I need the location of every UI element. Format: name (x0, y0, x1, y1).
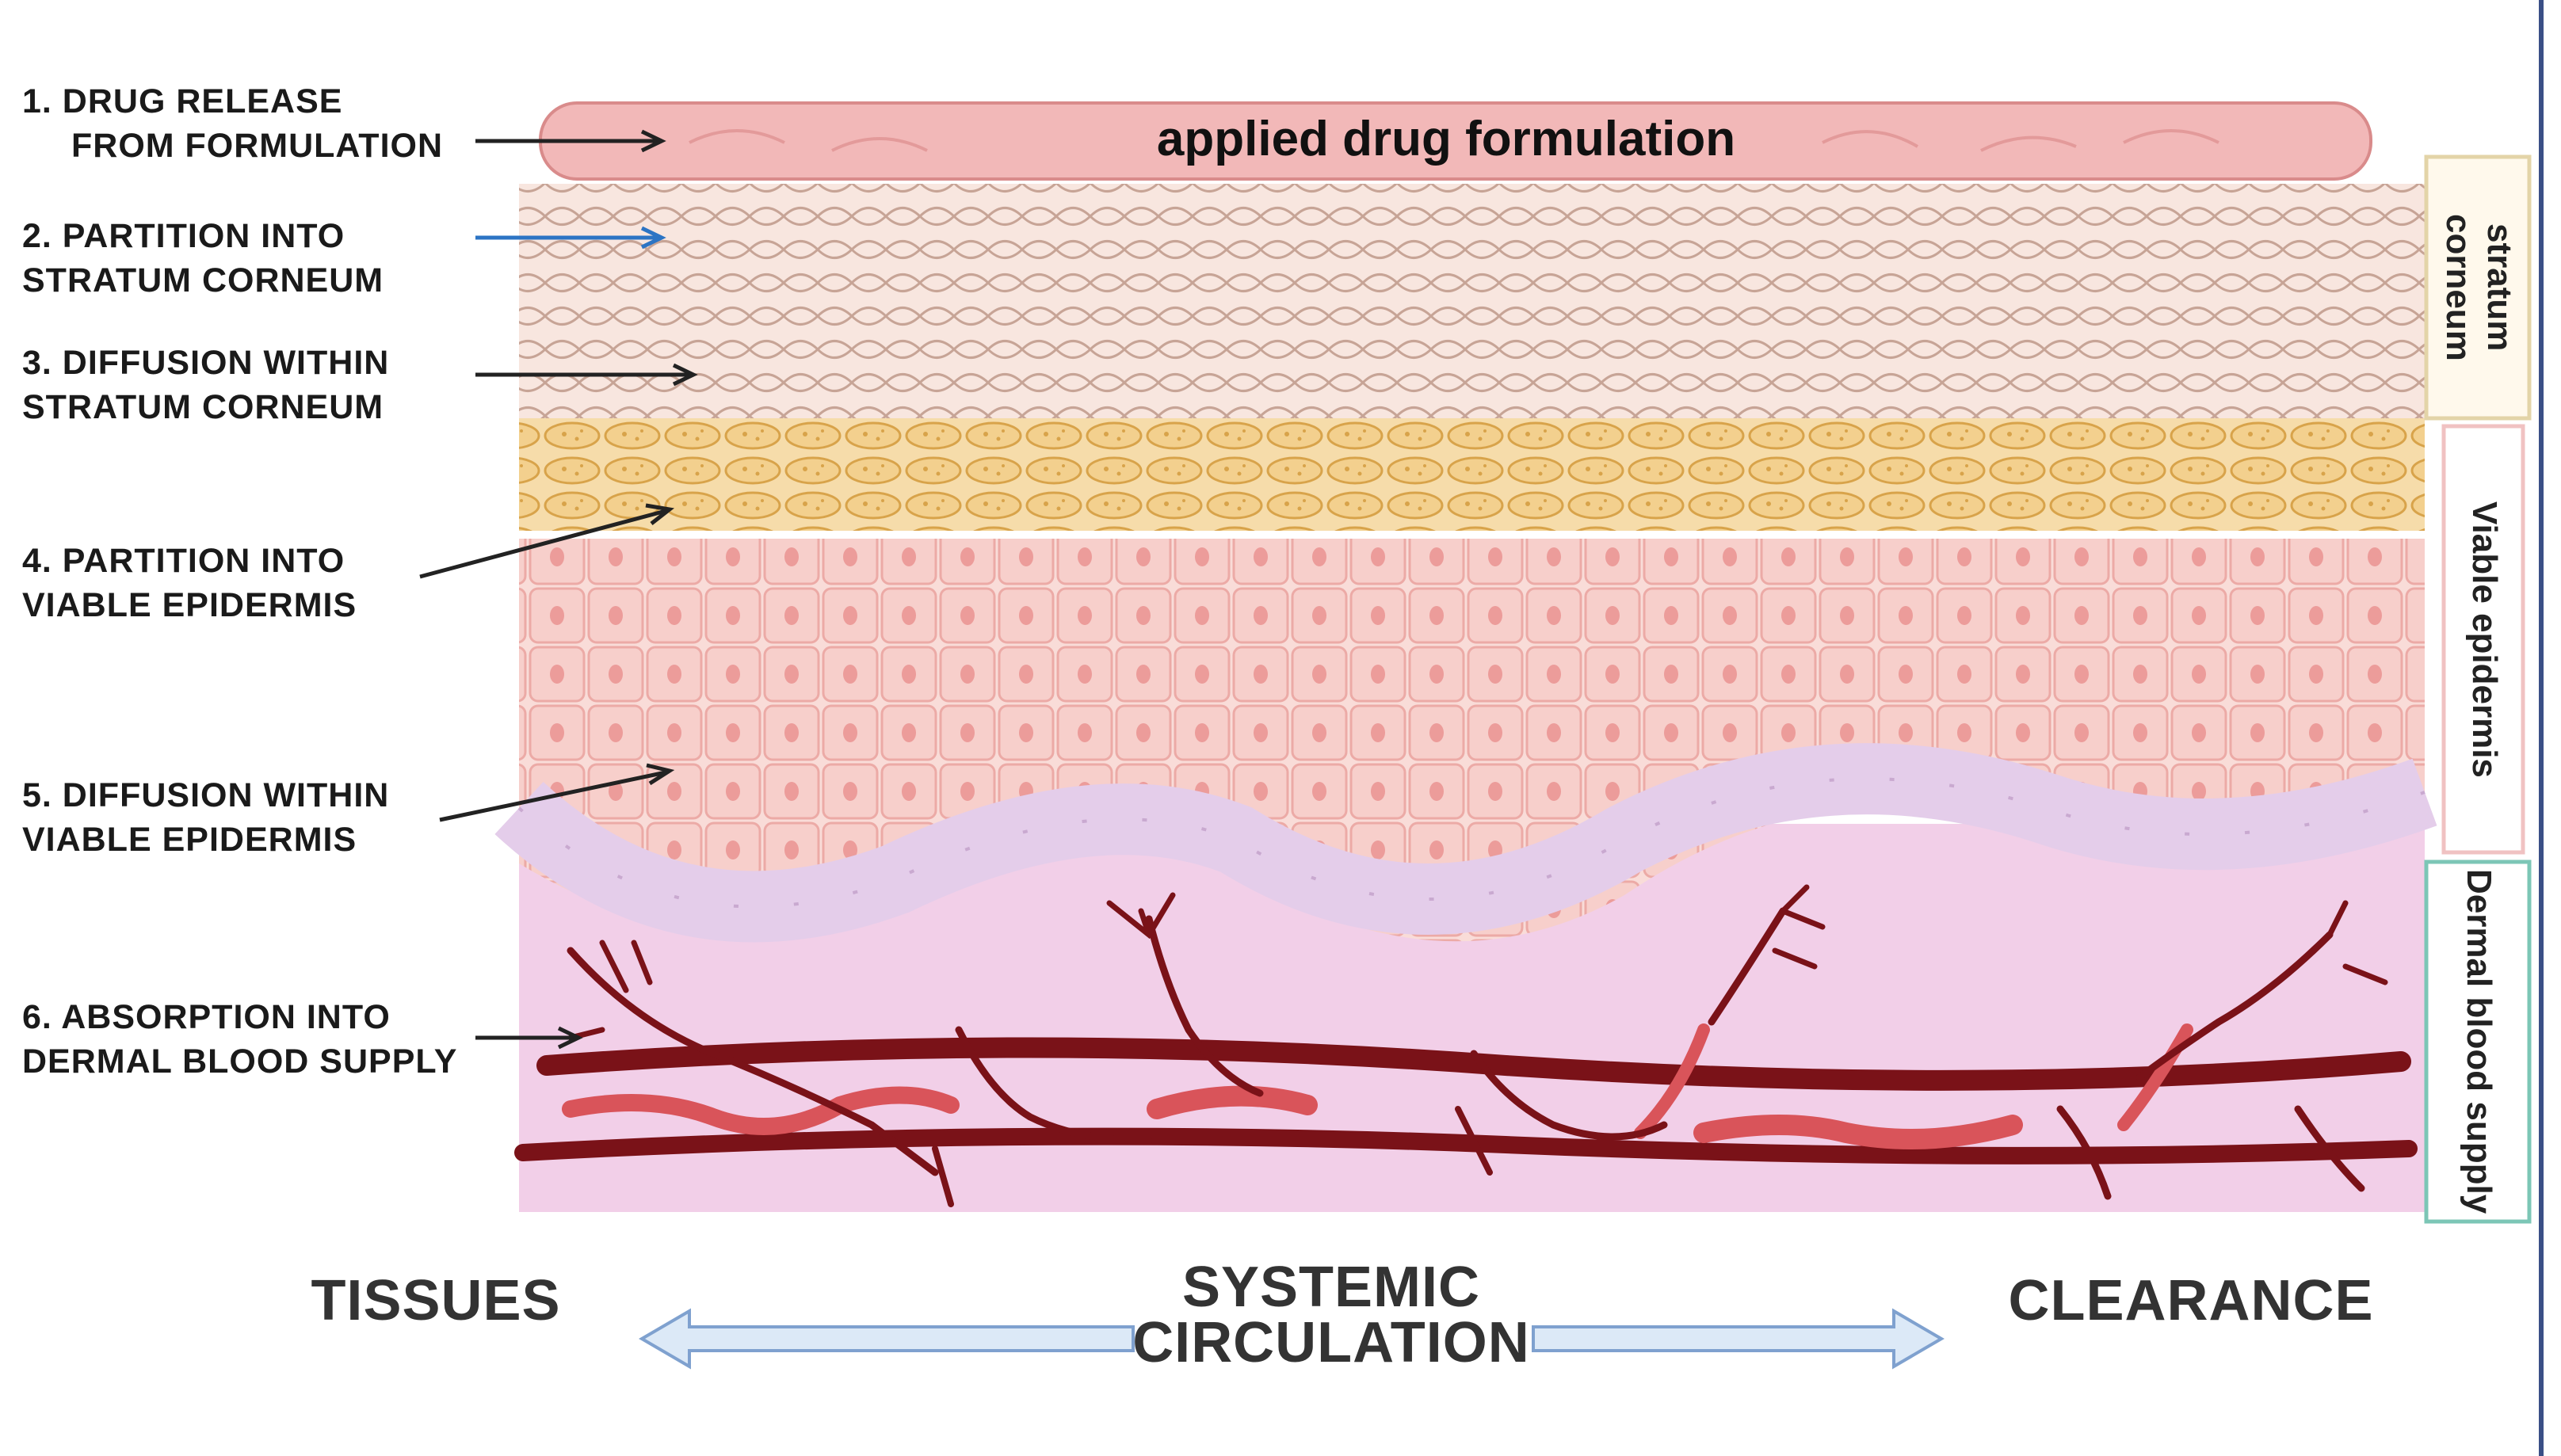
viable-epidermis-layer (519, 539, 2425, 942)
step-3-line1: 3. DIFFUSION WITHIN (22, 344, 390, 382)
blood-vessels (514, 884, 2418, 1207)
arrow-to-tissues (639, 1308, 1135, 1370)
systemic-circulation-label: SYSTEMIC CIRCULATION (1109, 1256, 1553, 1374)
granular-layer (519, 418, 2425, 531)
clearance-label: CLEARANCE (2008, 1269, 2374, 1332)
step-2-line2: STRATUM CORNEUM (22, 261, 384, 299)
step-3-line2: STRATUM CORNEUM (22, 388, 384, 426)
step-arrows (419, 129, 698, 1050)
step-5-label: 5. DIFFUSION WITHIN VIABLE EPIDERMIS (22, 773, 389, 862)
viable-epidermis-label: Viable epidermis (2465, 501, 2504, 778)
step-6-line2: DERMAL BLOOD SUPPLY (22, 1042, 458, 1081)
viable-epidermis-bracket (2441, 424, 2525, 855)
step-1-label: 1. DRUG RELEASE FROM FORMULATION (22, 79, 443, 168)
stratum-corneum-bracket (2424, 154, 2532, 421)
step-6-line1: 6. ABSORPTION INTO (22, 998, 391, 1036)
step-3-label: 3. DIFFUSION WITHIN STRATUM CORNEUM (22, 341, 389, 429)
step-1-line1: 1. DRUG RELEASE (22, 82, 343, 120)
step-4-line1: 4. PARTITION INTO (22, 542, 345, 580)
dermal-blood-supply-label: Dermal blood supply (2460, 869, 2498, 1214)
step-5-line1: 5. DIFFUSION WITHIN (22, 776, 390, 814)
step-2-label: 2. PARTITION INTO STRATUM CORNEUM (22, 214, 384, 303)
basal-cell-layer (494, 743, 2437, 943)
step-2-line1: 2. PARTITION INTO (22, 217, 345, 255)
stratum-corneum-label: stratum corneum (2439, 214, 2519, 361)
stratum-corneum-layer (519, 184, 2425, 418)
step-6-label: 6. ABSORPTION INTO DERMAL BLOOD SUPPLY (22, 995, 457, 1084)
formulation-label: applied drug formulation (1156, 112, 1736, 166)
dermal-blood-supply-bracket (2424, 859, 2532, 1224)
step-4-line2: VIABLE EPIDERMIS (22, 586, 357, 624)
systemic-label-line1: SYSTEMIC (1181, 1256, 1481, 1319)
page-edge-rule (2539, 0, 2544, 1456)
step-4-label: 4. PARTITION INTO VIABLE EPIDERMIS (22, 539, 357, 627)
step-1-line2: FROM FORMULATION (71, 127, 444, 165)
arrow-to-clearance (1532, 1308, 1945, 1370)
step-5-line2: VIABLE EPIDERMIS (22, 821, 357, 859)
tissues-label: TISSUES (311, 1269, 561, 1332)
systemic-label-line2: CIRCULATION (1132, 1311, 1530, 1374)
